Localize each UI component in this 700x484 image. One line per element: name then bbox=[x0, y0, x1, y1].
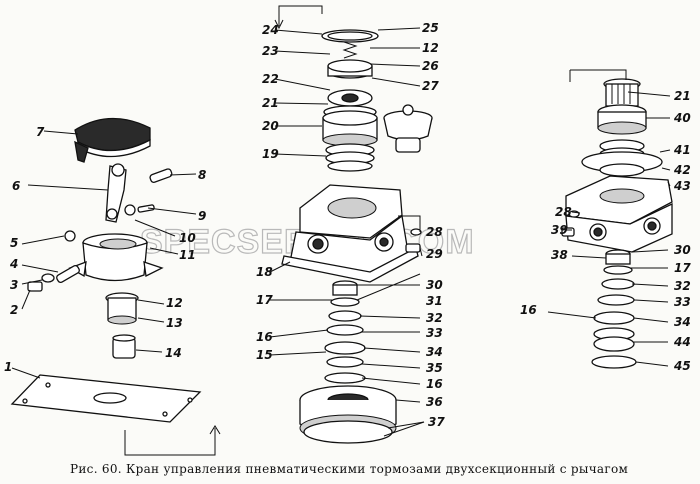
callout-12: 12 bbox=[166, 296, 183, 310]
piston-group bbox=[322, 89, 378, 172]
right-valve-body bbox=[565, 175, 673, 253]
lower-rings bbox=[324, 280, 366, 368]
callout-18: 18 bbox=[256, 265, 273, 279]
callout-39: 39 bbox=[551, 223, 568, 237]
callout-9: 9 bbox=[198, 209, 206, 223]
lever-housing-part bbox=[68, 233, 164, 282]
valve-insert-part bbox=[383, 104, 433, 153]
callout-25: 25 bbox=[422, 21, 439, 35]
callout-10: 10 bbox=[179, 231, 196, 245]
figure-caption: Рис. 60. Кран управления пневматическими… bbox=[70, 462, 628, 476]
callout-43: 43 bbox=[673, 179, 691, 193]
callout-12-mid: 12 bbox=[422, 41, 439, 55]
callout-32: 32 bbox=[426, 311, 443, 325]
callout-17: 17 bbox=[256, 293, 273, 307]
callout-31: 31 bbox=[426, 294, 443, 308]
right-lower-rings bbox=[591, 249, 637, 369]
callout-17-right: 17 bbox=[674, 261, 691, 275]
callout-15: 15 bbox=[256, 348, 273, 362]
callout-44: 44 bbox=[673, 335, 691, 349]
small-fasteners bbox=[27, 230, 80, 292]
lever-cap-part bbox=[74, 117, 151, 163]
screws-28-29 bbox=[405, 228, 422, 253]
spring-and-cup bbox=[105, 292, 139, 359]
callout-6: 6 bbox=[12, 179, 20, 193]
pin-part bbox=[137, 168, 173, 213]
callout-32-right: 32 bbox=[674, 279, 691, 293]
callout-2: 2 bbox=[10, 303, 18, 317]
lever-part bbox=[105, 163, 136, 223]
callout-23: 23 bbox=[262, 44, 279, 58]
callout-22: 22 bbox=[262, 72, 279, 86]
callout-5: 5 bbox=[10, 236, 18, 250]
callout-35: 35 bbox=[426, 361, 443, 375]
callout-38: 38 bbox=[551, 248, 568, 262]
callout-27: 27 bbox=[422, 79, 439, 93]
callout-45: 45 bbox=[673, 359, 691, 373]
callout-4: 4 bbox=[9, 257, 18, 271]
callout-26: 26 bbox=[422, 59, 439, 73]
callout-11: 11 bbox=[179, 248, 196, 262]
callout-16: 16 bbox=[256, 330, 273, 344]
middle-assembly: 24 25 23 12 26 22 27 21 20 19 28 29 18 3… bbox=[256, 5, 445, 444]
callout-20: 20 bbox=[262, 119, 279, 133]
callout-1: 1 bbox=[4, 360, 12, 374]
callout-30-right: 30 bbox=[674, 243, 691, 257]
callout-34-right: 34 bbox=[674, 315, 691, 329]
callout-41: 41 bbox=[673, 143, 691, 157]
callout-33-right: 33 bbox=[674, 295, 691, 309]
callout-37: 37 bbox=[428, 415, 445, 429]
callout-24: 24 bbox=[262, 23, 279, 37]
right-assembly: 21 40 41 42 43 28 39 30 38 17 32 33 16 3… bbox=[520, 69, 691, 373]
callout-19: 19 bbox=[262, 147, 279, 161]
callout-28: 28 bbox=[426, 225, 443, 239]
callout-36: 36 bbox=[426, 395, 443, 409]
left-assembly: 7 6 8 9 10 11 5 4 3 2 12 13 14 1 bbox=[4, 117, 221, 456]
callout-33: 33 bbox=[426, 326, 443, 340]
top-ring-and-spring bbox=[321, 29, 379, 79]
callout-16-right: 16 bbox=[520, 303, 537, 317]
mounting-plate-part bbox=[10, 374, 202, 423]
callout-21: 21 bbox=[262, 96, 279, 110]
callout-42: 42 bbox=[673, 163, 691, 177]
callout-7: 7 bbox=[36, 125, 45, 139]
callout-40: 40 bbox=[673, 111, 691, 125]
callout-21-right: 21 bbox=[674, 89, 691, 103]
callout-34: 34 bbox=[426, 345, 443, 359]
top-piston-group bbox=[597, 78, 647, 135]
callout-30: 30 bbox=[426, 278, 443, 292]
callout-3: 3 bbox=[10, 278, 18, 292]
callout-13: 13 bbox=[166, 316, 183, 330]
spring-rings-group bbox=[581, 139, 663, 177]
callout-28-right: 28 bbox=[555, 205, 572, 219]
callout-8: 8 bbox=[198, 168, 206, 182]
diaphragm-and-cover bbox=[299, 372, 397, 444]
callout-16-mid: 16 bbox=[426, 377, 443, 391]
valve-body-part bbox=[281, 184, 419, 283]
callout-29: 29 bbox=[426, 247, 443, 261]
callout-14: 14 bbox=[165, 346, 182, 360]
